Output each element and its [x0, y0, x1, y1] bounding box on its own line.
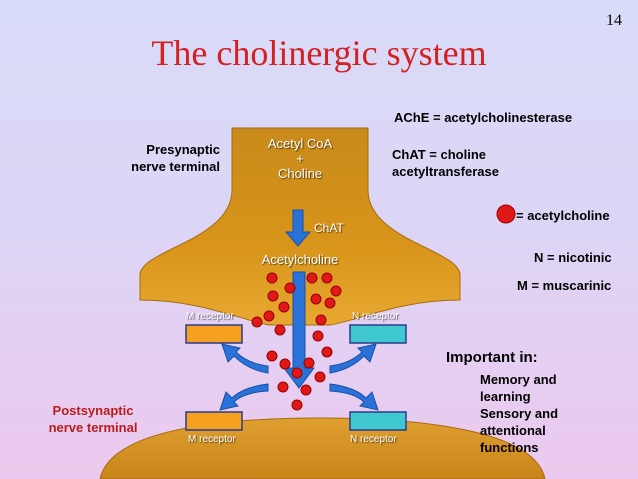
legend-muscarinic: M = muscarinic [517, 278, 612, 293]
ach-dot [291, 399, 303, 411]
legend-chat: ChAT = choline acetyltransferase [392, 147, 499, 179]
ach-dot [315, 314, 327, 326]
precursor-label: Acetyl CoA + Choline [267, 136, 333, 181]
ach-dot [279, 358, 291, 370]
n-receptor-top-label: N receptor [352, 311, 399, 322]
m-receptor-bottom-label: M receptor [188, 434, 236, 445]
ach-dot [310, 293, 322, 305]
n-receptor-bottom-box [349, 411, 407, 431]
legend-nicotinic: N = nicotinic [534, 250, 612, 265]
legend-ache: AChE = acetylcholinesterase [394, 110, 573, 125]
release-arrow-icon [283, 271, 315, 389]
ach-dot [266, 272, 278, 284]
important-list: Memory and learning Sensory and attentio… [480, 372, 559, 455]
slide-title: The cholinergic system [151, 33, 487, 73]
ach-dot [324, 297, 336, 309]
ach-dot [306, 272, 318, 284]
ach-dot [284, 282, 296, 294]
arrow-to-m-top-icon [221, 343, 269, 374]
n-receptor-top-box [349, 324, 407, 344]
important-heading: Important in: [446, 349, 538, 366]
m-receptor-top-label: M receptor [186, 311, 234, 322]
ach-dot [291, 367, 303, 379]
chat-arrow-icon [284, 209, 312, 247]
postsynaptic-terminal-shape [99, 417, 546, 479]
ach-dot [274, 324, 286, 336]
ach-dot [277, 381, 289, 393]
ach-dot [263, 310, 275, 322]
ach-dot [266, 350, 278, 362]
ach-dot [300, 384, 312, 396]
postsynaptic-label: Postsynaptic nerve terminal [48, 403, 138, 435]
page-number: 14 [606, 12, 622, 29]
legend-ach-dot [496, 204, 516, 224]
ach-dot [314, 371, 326, 383]
arrow-to-n-top-icon [329, 343, 377, 374]
ach-dot [267, 290, 279, 302]
ach-dot [251, 316, 263, 328]
arrow-to-n-bottom-icon [329, 383, 379, 411]
presynaptic-label: Presynaptic nerve terminal [131, 142, 220, 174]
m-receptor-top-box [185, 324, 243, 344]
ach-dot [330, 285, 342, 297]
arrow-to-m-bottom-icon [219, 383, 269, 411]
ach-dot [321, 272, 333, 284]
m-receptor-bottom-box [185, 411, 243, 431]
ach-dot [312, 330, 324, 342]
acetylcholine-label: Acetylcholine [261, 252, 339, 267]
n-receptor-bottom-label: N receptor [350, 434, 397, 445]
legend-ach: = acetylcholine [516, 208, 610, 223]
ach-dot [278, 301, 290, 313]
chat-label: ChAT [314, 221, 344, 235]
ach-dot [303, 357, 315, 369]
ach-dot [321, 346, 333, 358]
